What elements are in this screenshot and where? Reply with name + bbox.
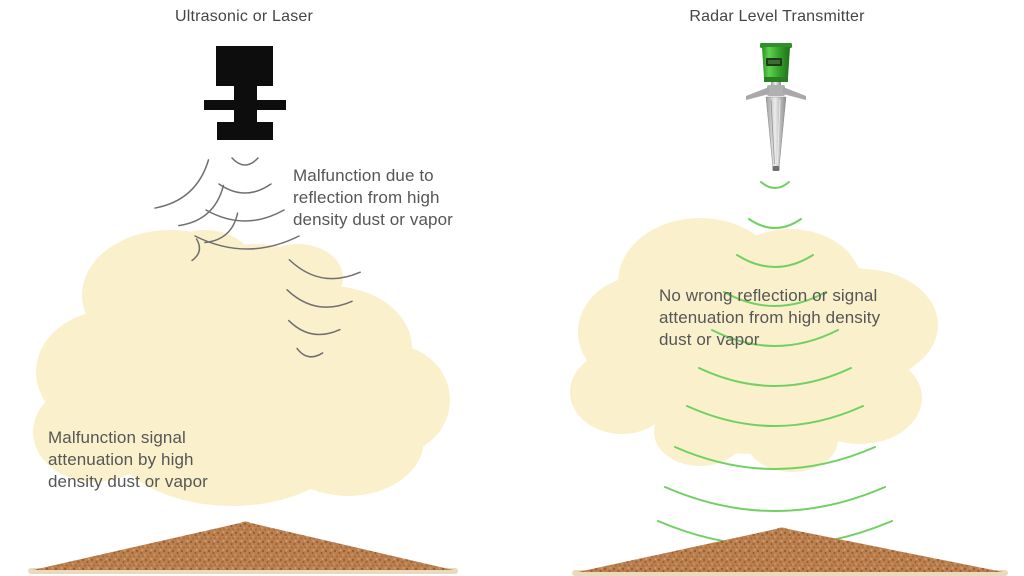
right-no-reflection-note-line: No wrong reflection or signal (659, 286, 878, 305)
dust-cloud-right (570, 218, 938, 472)
radar-wave-arcs (657, 181, 893, 547)
left-attenuation-note-line: attenuation by high (48, 450, 194, 469)
dust-cloud-left (33, 230, 450, 506)
right-no-reflection-note-line: dust or vapor (659, 330, 760, 349)
radar-transmitter-icon (746, 43, 806, 171)
left-attenuation-note-line: Malfunction signal (48, 428, 186, 447)
right-no-reflection-note: No wrong reflection or signal attenuatio… (659, 285, 880, 351)
left-reflection-note-line: Malfunction due to (293, 166, 434, 185)
reflected-wave-arcs-upleft (154, 159, 239, 244)
left-reflection-note-line: density dust or vapor (293, 210, 453, 229)
scattered-wave-arcs-right (286, 258, 361, 358)
left-reflection-note-line: reflection from high (293, 188, 440, 207)
ultrasonic-transmitter-icon (204, 46, 286, 140)
material-pile-right (572, 527, 1008, 576)
left-panel-title: Ultrasonic or Laser (174, 8, 314, 25)
left-attenuation-note: Malfunction signal attenuation by high d… (48, 427, 208, 493)
reflected-wave-arc-left (191, 238, 201, 262)
left-reflection-note: Malfunction due to reflection from high … (293, 165, 453, 231)
left-attenuation-note-line: density dust or vapor (48, 472, 208, 491)
ultrasonic-wave-arcs (154, 157, 361, 358)
right-panel-title: Radar Level Transmitter (689, 8, 865, 25)
right-no-reflection-note-line: attenuation from high density (659, 308, 881, 327)
material-pile-left (28, 521, 458, 574)
